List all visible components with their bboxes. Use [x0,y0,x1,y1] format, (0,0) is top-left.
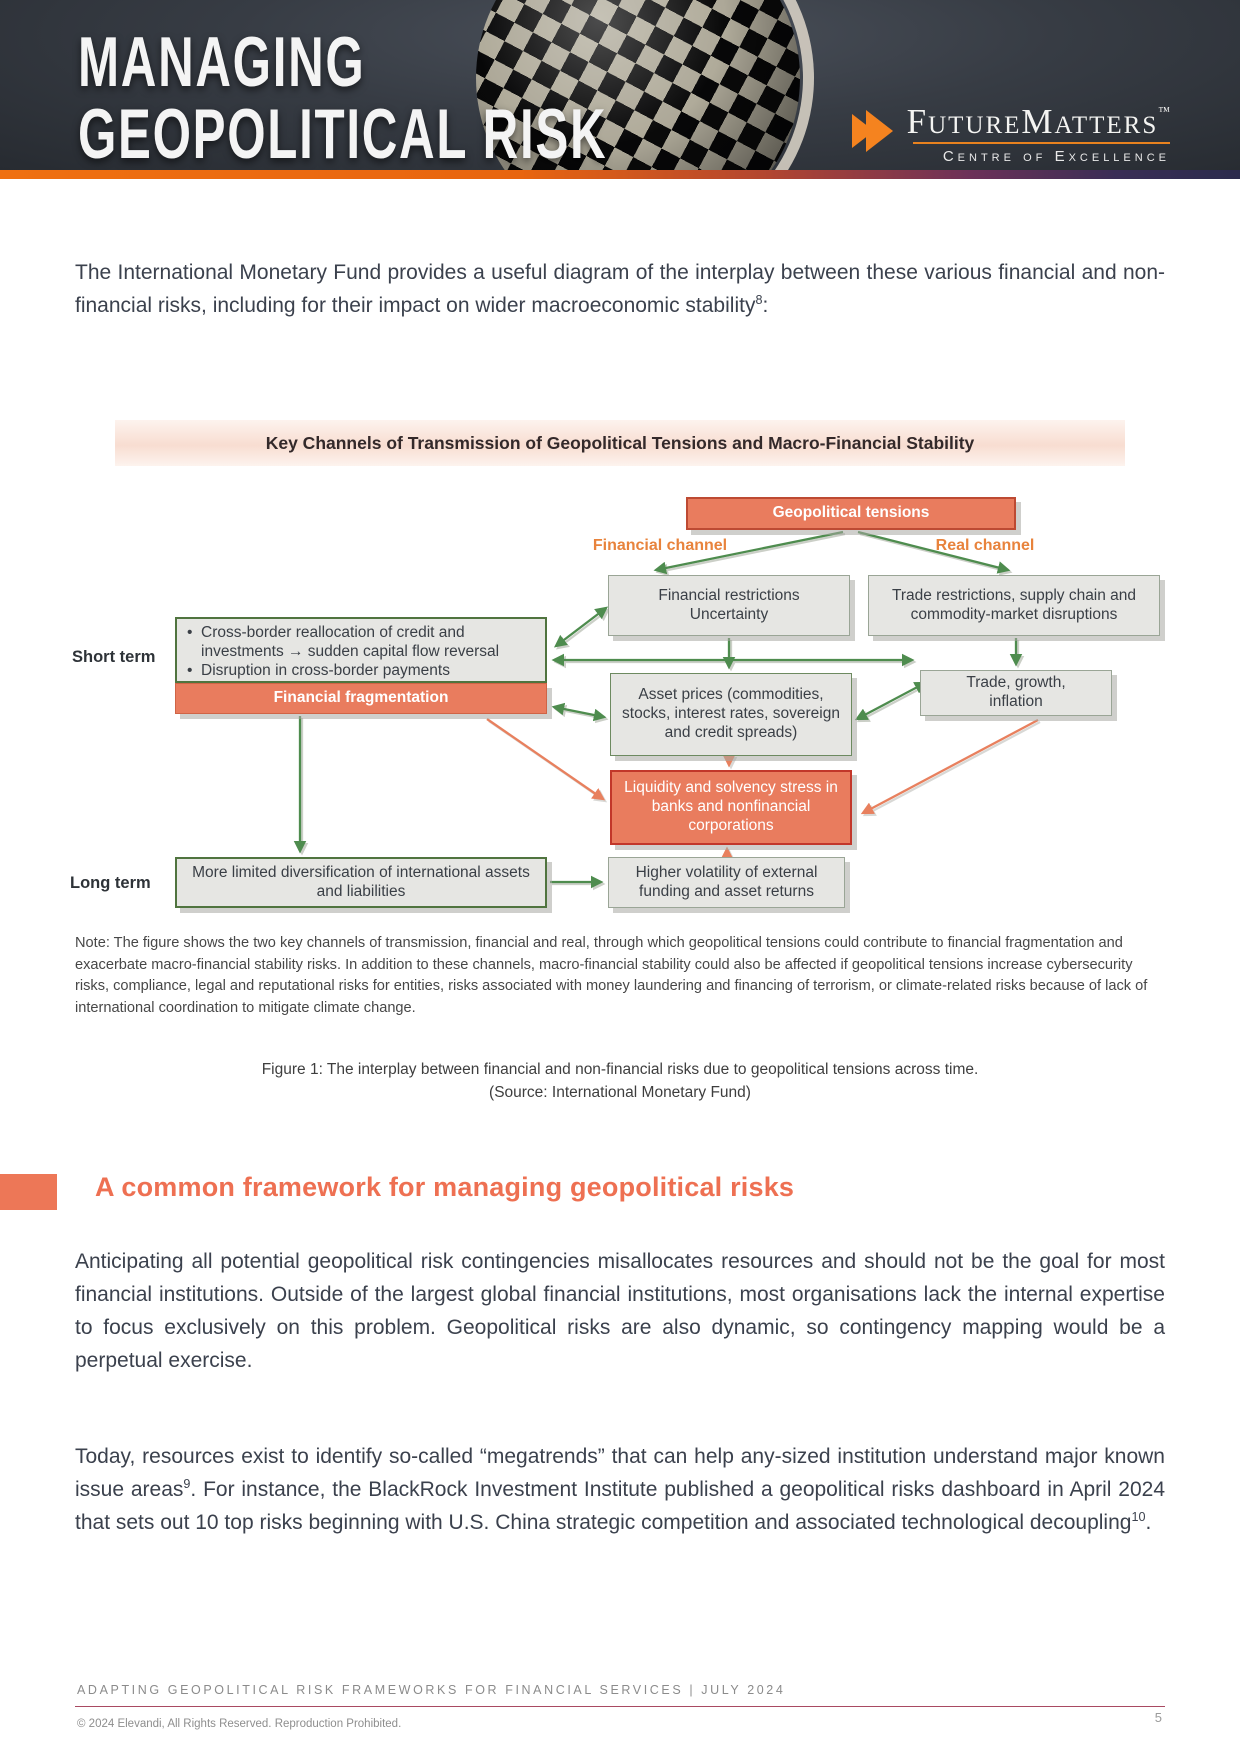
intro-paragraph: The International Monetary Fund provides… [75,256,1165,322]
figure-caption: Figure 1: The interplay between financia… [75,1058,1165,1104]
figure-caption-line2: (Source: International Monetary Fund) [489,1084,751,1101]
section-heading-row: A common framework for managing geopolit… [0,1172,1240,1212]
short-term-bullet-2: Disruption in cross-border payments [187,662,539,681]
paragraph-2-part2: . For instance, the BlackRock Investment… [75,1478,1165,1534]
chess-globe-image [397,0,879,170]
figure-note: Note: The figure shows the two key chann… [75,935,1148,1016]
node-asset-prices: Asset prices (commodities, stocks, inter… [610,673,852,756]
node-trade-restrictions: Trade restrictions, supply chain and com… [868,575,1160,636]
node-trade-growth-inflation: Trade, growth, inflation [920,670,1112,716]
footer-page-number: 5 [1154,1710,1162,1725]
footer-running-title: ADAPTING GEOPOLITICAL RISK FRAMEWORKS FO… [77,1683,786,1697]
figure-caption-line1: Figure 1: The interplay between financia… [261,1061,979,1078]
page-header-banner: MANAGING GEOPOLITICAL RISK FutureMatters… [0,0,1240,170]
logo-name: FutureMatters [906,102,1159,141]
node-geopolitical-tensions: Geopolitical tensions [686,497,1016,530]
paragraph-1: Anticipating all potential geopolitical … [75,1250,1165,1372]
logo-trademark: ™ [1158,104,1170,118]
paragraph-2: Today, resources exist to identify so-ca… [75,1440,1165,1539]
label-long-term: Long term [70,874,151,892]
section-heading: A common framework for managing geopolit… [95,1172,795,1202]
label-financial-channel: Financial channel [592,537,728,554]
page-title-line2: GEOPOLITICAL RISK [78,94,608,170]
node-financial-restrictions: Financial restrictions Uncertainty [608,575,850,636]
logo-chevrons-icon [851,110,893,152]
footer-copyright: © 2024 Elevandi, All Rights Reserved. Re… [77,1718,402,1730]
paragraph-2-part3: . [1145,1511,1152,1534]
node-more-limited-diversification: More limited diversification of internat… [175,857,547,908]
label-real-channel: Real channel [935,537,1035,554]
node-short-term-effects: Cross-border reallocation of credit and … [175,617,547,683]
intro-text: The International Monetary Fund provides… [75,261,1165,317]
footnote-ref-10: 10 [1131,1510,1146,1524]
logo-tagline: Centre of Excellence [942,148,1170,165]
footnote-ref-9: 9 [183,1477,191,1491]
futurematters-logo: FutureMatters™ Centre of Excellence [851,104,1170,165]
figure-title: Key Channels of Transmission of Geopolit… [115,420,1125,466]
logo-divider [912,142,1170,144]
header-gradient-bar [0,170,1240,179]
paragraph-2-part1: Today, resources exist to identify so-ca… [75,1445,1165,1501]
node-financial-fragmentation: Financial fragmentation [175,683,547,714]
intro-text-after: : [762,294,769,317]
logo-text-block: FutureMatters™ Centre of Excellence [907,104,1170,165]
node-higher-volatility: Higher volatility of external funding an… [608,857,845,908]
label-short-term: Short term [72,648,156,666]
imf-transmission-diagram: Key Channels of Transmission of Geopolit… [0,420,1240,1101]
page-title: MANAGING GEOPOLITICAL RISK [78,26,607,170]
node-liquidity-stress: Liquidity and solvency stress in banks a… [610,770,852,845]
globe-sphere-graphic [476,0,800,170]
section-accent-block [0,1174,57,1210]
page-title-line1: MANAGING [78,22,366,102]
short-term-bullet-1: Cross-border reallocation of credit and … [187,624,539,662]
footer-divider [75,1706,1165,1707]
intro-footnote-ref: 8 [755,293,763,307]
